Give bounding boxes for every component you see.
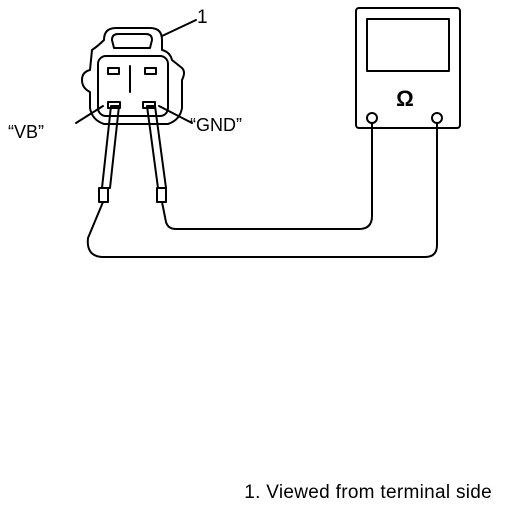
terminal-label-gnd: “GND” — [190, 115, 242, 135]
terminal-pin-vb — [107, 101, 121, 109]
ohm-symbol: Ω — [396, 86, 414, 111]
terminal-pin — [107, 67, 120, 75]
label-leader-vb — [75, 105, 104, 124]
meter-terminal-right — [431, 112, 443, 124]
callout-leader — [161, 19, 197, 37]
terminal-pin — [144, 67, 157, 75]
probe-gnd — [146, 105, 167, 203]
meter-terminal-left — [366, 112, 378, 124]
callout-number: 1 — [197, 7, 208, 28]
label-leader-gnd — [158, 105, 193, 124]
terminal-label-vb: “VB” — [8, 122, 44, 142]
meter-display — [366, 18, 450, 72]
test-lead-vb — [86, 122, 438, 258]
figure-caption: 1. Viewed from terminal side — [244, 482, 492, 503]
probe-vb — [98, 105, 120, 203]
test-lead-gnd — [161, 122, 373, 230]
